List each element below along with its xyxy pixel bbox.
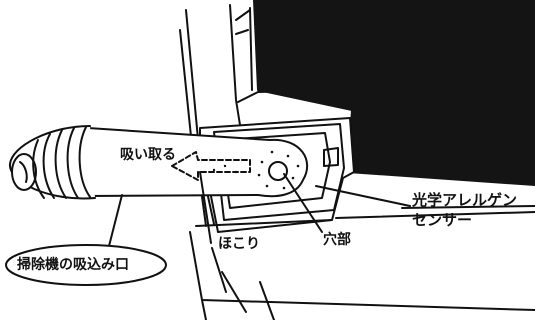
- inlet-label-ellipse: [5, 244, 167, 286]
- suction-arrow: [171, 151, 251, 181]
- dust-particles: [212, 150, 300, 190]
- label-hole: 穴部: [323, 232, 351, 248]
- label-optical-allergen-sensor-line2: センサー: [412, 211, 473, 229]
- vacuum-nozzle: [87, 127, 309, 198]
- nozzle-hole: [268, 161, 288, 181]
- leader-sensor: [315, 185, 411, 207]
- label-optical-allergen-sensor-line1: 光学アレルゲン: [412, 191, 518, 209]
- leader-inlet: [107, 194, 123, 251]
- leader-dust: [199, 171, 212, 244]
- vacuum-hose: [8, 125, 96, 200]
- label-suction-action: 吸い取る: [120, 147, 176, 163]
- label-dust: ほこり: [218, 236, 260, 252]
- lower-housing: [189, 205, 535, 320]
- label-vacuum-inlet: 掃除機の吸込み口: [17, 257, 129, 273]
- leader-hole: [283, 173, 323, 233]
